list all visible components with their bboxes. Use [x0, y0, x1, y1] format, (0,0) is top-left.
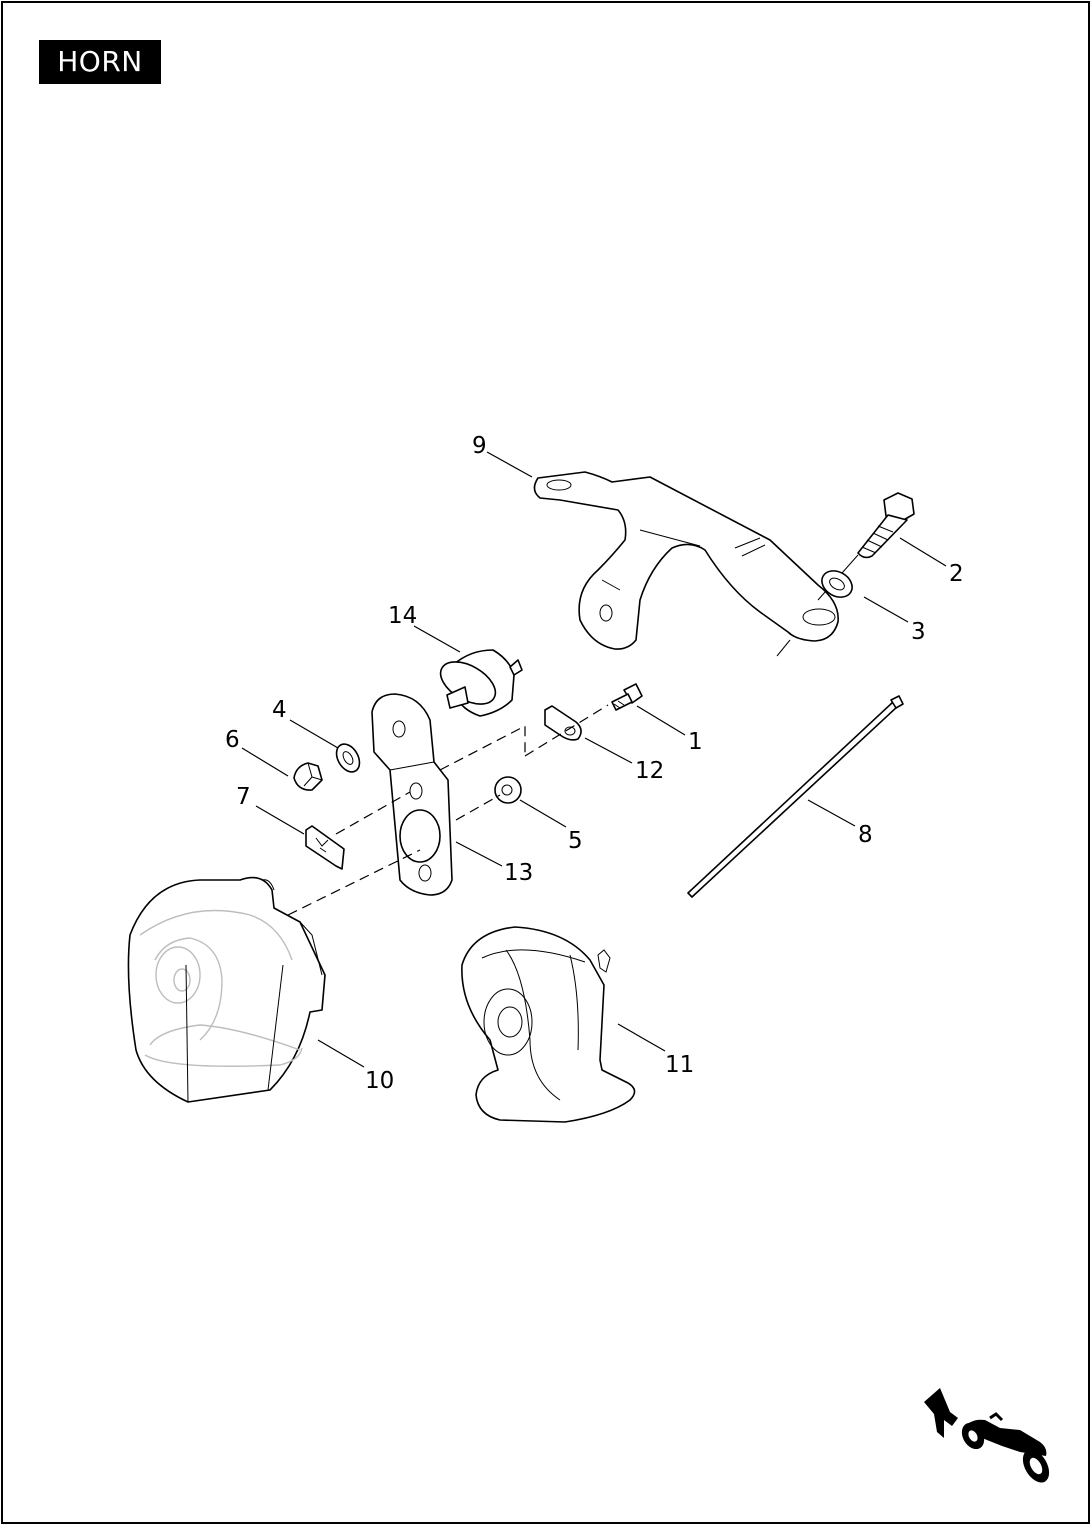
callout-6: 6 — [225, 727, 240, 753]
leader-lines — [241, 451, 947, 1068]
cable-clip — [544, 705, 582, 741]
callout-13: 13 — [504, 860, 533, 886]
mounting-screw — [611, 683, 643, 711]
horn-bracket — [533, 471, 839, 657]
page-title: HORN — [39, 40, 161, 84]
callout-5: 5 — [568, 828, 583, 854]
cable-strap — [687, 695, 904, 898]
callout-4: 4 — [272, 697, 287, 723]
callout-12: 12 — [635, 758, 664, 784]
small-washer — [335, 743, 361, 773]
callout-numbers: 9 2 3 14 4 6 7 1 12 5 8 13 10 11 — [225, 433, 964, 1094]
callout-2: 2 — [949, 561, 964, 587]
callout-1: 1 — [688, 729, 703, 755]
acorn-nut — [293, 762, 323, 791]
motorcycle-orientation-icon — [924, 1388, 1050, 1483]
callout-14: 14 — [388, 603, 417, 629]
flange-nut — [494, 776, 522, 804]
callout-9: 9 — [472, 433, 487, 459]
callout-3: 3 — [911, 619, 926, 645]
hex-bolt — [817, 492, 915, 601]
horn — [461, 926, 636, 1123]
callout-7: 7 — [236, 784, 251, 810]
assembly-dashed-lines — [287, 704, 609, 916]
callout-8: 8 — [858, 822, 873, 848]
speed-nut-clip — [305, 825, 345, 870]
callout-10: 10 — [365, 1068, 394, 1094]
callout-11: 11 — [665, 1052, 694, 1078]
rubber-isolator-mount — [439, 649, 523, 717]
horn-mounting-plate — [371, 693, 453, 896]
flat-washer — [821, 570, 853, 598]
horn-assembly-with-cover — [127, 876, 326, 1103]
